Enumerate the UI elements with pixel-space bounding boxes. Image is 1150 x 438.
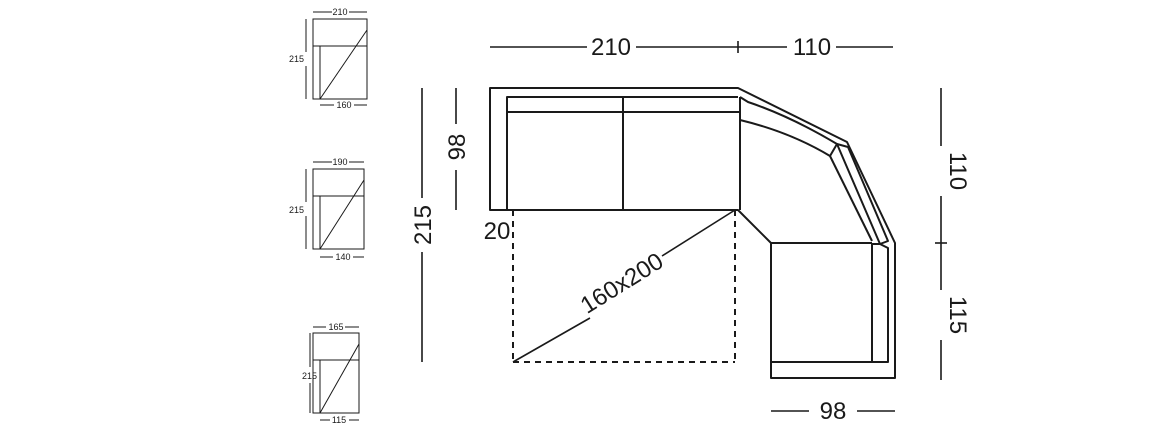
variant-1-bed-width: 160 <box>336 100 351 110</box>
variant-2-depth: 215 <box>289 205 304 215</box>
top-dimensions: 210 110 <box>490 34 893 61</box>
variant-1-width: 210 <box>332 7 347 17</box>
variant-3-bed-width: 115 <box>332 415 346 425</box>
left-total-depth: 215 <box>410 205 437 245</box>
variant-3-width: 165 <box>328 322 343 332</box>
variant-3: 165 215 115 <box>302 322 360 425</box>
bed-outline: 160x200 <box>512 209 736 363</box>
variant-2: 190 215 140 <box>289 157 365 262</box>
left-dimensions: 215 98 20 <box>410 88 510 362</box>
bed-size-label: 160x200 <box>576 248 668 320</box>
variant-3-depth: 215 <box>302 371 317 381</box>
variant-1: 210 215 160 <box>289 7 368 110</box>
right-upper-depth: 110 <box>944 152 971 190</box>
top-right-width: 110 <box>793 34 831 61</box>
left-seat-depth: 98 <box>444 134 471 161</box>
right-dimensions: 110 115 <box>935 88 971 380</box>
variant-1-depth: 215 <box>289 54 304 64</box>
frame-thickness: 20 <box>484 218 511 245</box>
bottom-width: 98 <box>820 398 847 425</box>
sofa-outline <box>489 87 896 379</box>
right-lower-depth: 115 <box>944 296 971 334</box>
variant-2-width: 190 <box>332 157 347 167</box>
variant-2-bed-width: 140 <box>335 252 350 262</box>
top-left-width: 210 <box>591 34 631 61</box>
bottom-dimensions: 98 <box>771 398 895 425</box>
